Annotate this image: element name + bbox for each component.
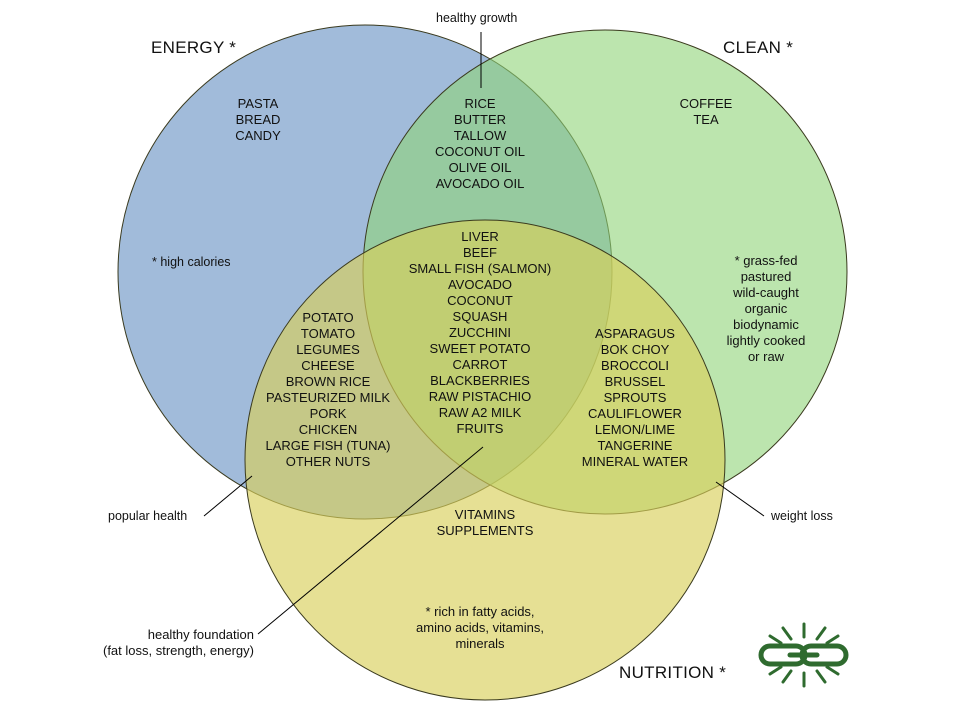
clean-title: CLEAN * [723,38,794,57]
energy-note: * high calories [152,255,231,269]
clean-nutrition-items: ASPARAGUS BOK CHOY BROCCOLI BRUSSEL SPRO… [581,326,689,469]
chain-link-logo-icon [758,622,849,688]
callout-line-right [715,481,765,517]
energy-title: ENERGY * [151,38,237,57]
energy-only-items: PASTA BREAD CANDY [235,96,281,143]
clean-note: * grass-fed pastured wild-caught organic… [726,253,806,364]
callout-top-label: healthy growth [436,11,518,25]
callout-line-left [203,475,253,517]
callout-right-label: weight loss [771,509,833,523]
nutrition-circle [244,219,726,701]
energy-nutrition-items: POTATO TOMATO LEGUMES CHEESE BROWN RICE … [265,310,391,469]
callout-line-bottom [257,446,484,635]
nutrition-title: NUTRITION * [619,663,727,682]
nutrition-note: * rich in fatty acids, amino acids, vita… [416,604,544,651]
callout-left-label: popular health [108,509,188,523]
callout-bottom-label: healthy foundation (fat loss, strength, … [102,627,254,658]
clean-only-items: COFFEE TEA [679,96,733,127]
all-three-items: LIVER BEEF SMALL FISH (SALMON) AVOCADO C… [408,229,552,436]
energy-clean-items: RICE BUTTER TALLOW COCONUT OIL OLIVE OIL… [434,96,526,191]
nutrition-only-items: VITAMINS SUPPLEMENTS [436,507,534,538]
